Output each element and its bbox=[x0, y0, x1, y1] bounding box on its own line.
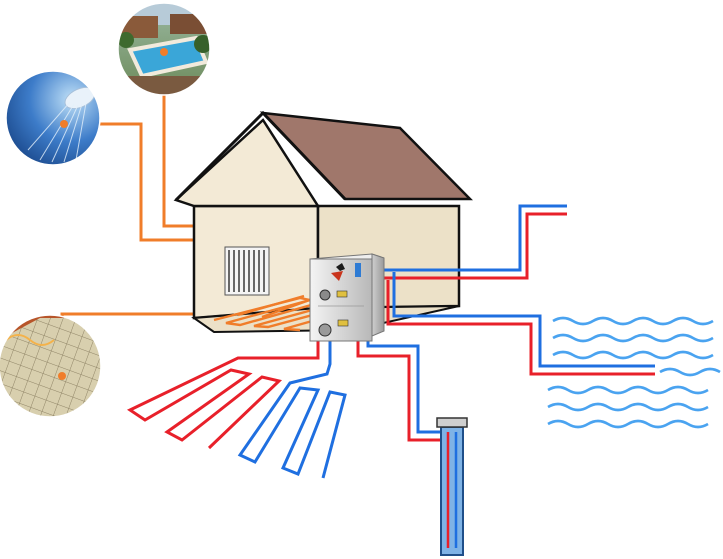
borehole bbox=[356, 336, 468, 556]
borehole-blue-pipe bbox=[366, 336, 452, 434]
upper-red-pipe bbox=[372, 212, 567, 280]
shower-thumbnail bbox=[5, 70, 101, 166]
ground-loop-blue bbox=[237, 338, 347, 479]
water-blue-pipe bbox=[392, 272, 655, 368]
shower-connector bbox=[64, 122, 195, 242]
pool-connector bbox=[162, 52, 195, 228]
floor-heating-thumbnail bbox=[0, 314, 102, 418]
upper-blue-pipe bbox=[370, 204, 567, 272]
radiator bbox=[224, 246, 270, 296]
swimming-pool-thumbnail bbox=[117, 2, 211, 96]
house-gable bbox=[173, 118, 321, 208]
water-pipes bbox=[386, 272, 655, 376]
ground-loop bbox=[126, 338, 347, 479]
ground-loop-red bbox=[126, 338, 320, 450]
surface-water bbox=[547, 316, 721, 429]
upper-right-pipes bbox=[370, 204, 567, 280]
borehole-red-pipe bbox=[356, 340, 446, 442]
heat-pump-unit bbox=[309, 253, 385, 342]
water-red-pipe bbox=[386, 280, 655, 376]
roof-edge bbox=[174, 110, 347, 202]
